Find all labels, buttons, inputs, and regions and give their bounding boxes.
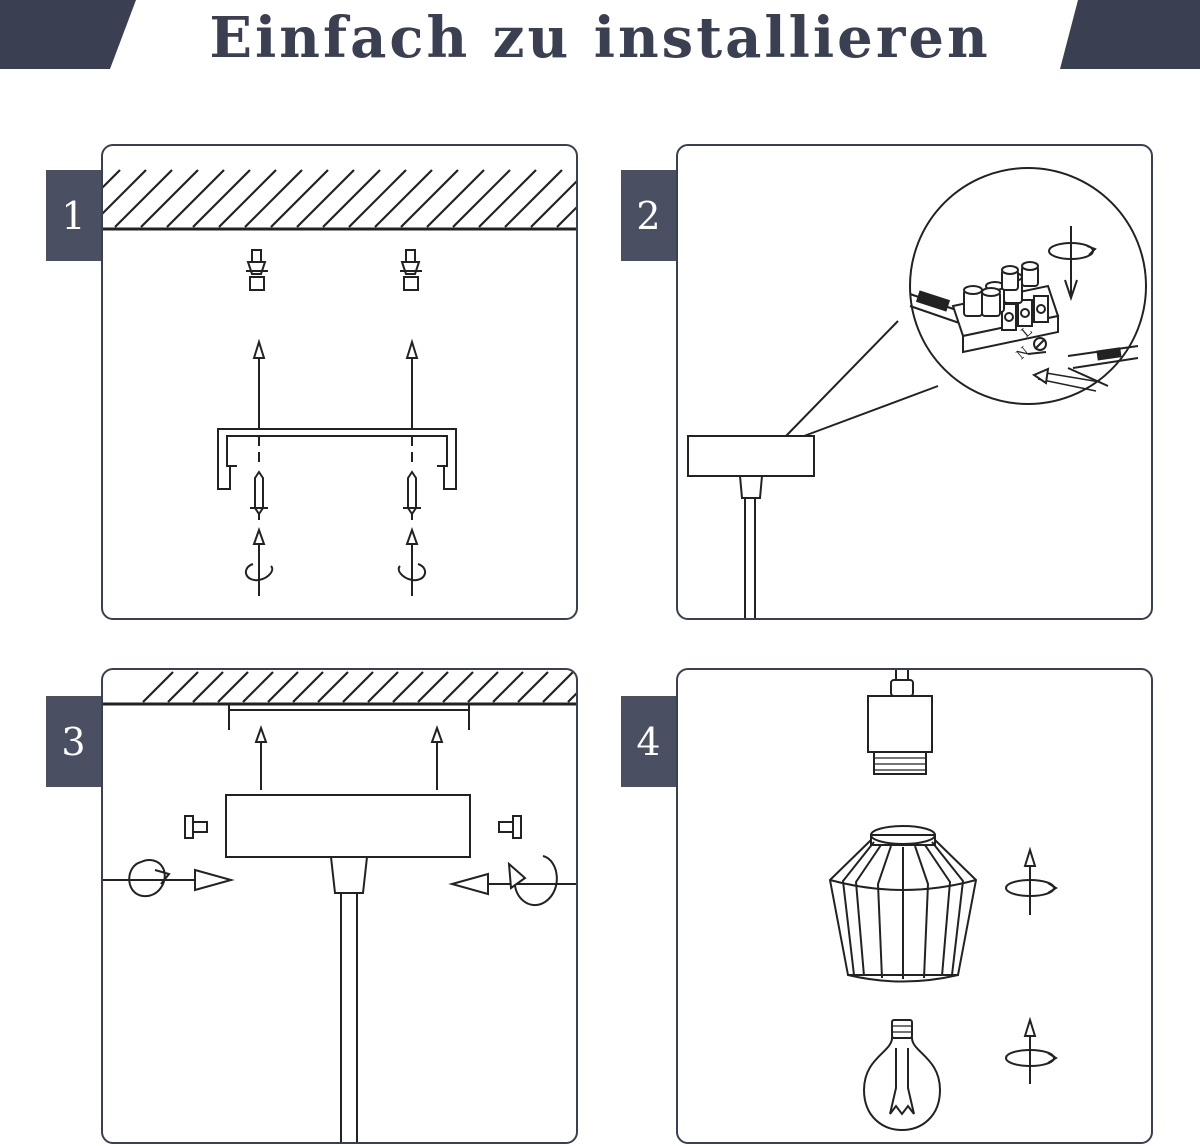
ceiling-hatch-line — [242, 671, 274, 703]
ceiling-hatch-line — [348, 169, 407, 228]
ceiling-hatch-line — [392, 671, 424, 703]
ceiling-hatch-line — [452, 169, 511, 228]
screw-on-arrow-shade-icon — [1005, 846, 1058, 915]
ceiling-hatch-line — [530, 180, 576, 228]
step-4-badge: 4 — [621, 696, 676, 787]
ceiling-hatch-line — [426, 169, 485, 228]
ceiling-hatch-line — [270, 169, 329, 228]
ceiling-hatch-line — [567, 692, 576, 703]
ceiling-hatch-line — [442, 671, 474, 703]
ceiling-hatch-line — [322, 169, 381, 228]
step-4-panel — [676, 668, 1153, 1144]
cage-shade-icon — [828, 825, 978, 983]
ceiling-hatch-line — [142, 671, 174, 703]
ceiling-hatch-line — [192, 169, 251, 228]
wall-plug-right-icon — [400, 249, 422, 291]
ceiling-hatch-line — [556, 206, 576, 228]
step-2-badge: 2 — [621, 170, 676, 261]
ceiling-hatch-line — [417, 671, 449, 703]
page-title: Einfach zu installieren — [209, 5, 991, 71]
ceiling-hatch-line — [166, 169, 225, 228]
ceiling-hatch-line — [267, 671, 299, 703]
wire-terminal-connection-diagram: L N — [687, 167, 1147, 618]
rotate-in-arrow-left-icon — [103, 859, 235, 898]
rotate-in-arrow-right-icon — [448, 855, 576, 907]
ceiling-hatch-line — [103, 169, 147, 215]
ceiling-hatch-line — [517, 671, 549, 703]
step-1-badge: 1 — [46, 170, 101, 261]
ceiling-hatch-line — [367, 671, 399, 703]
shade-and-bulb-assembly-diagram — [828, 670, 1058, 1132]
ceiling-hatch-line — [504, 169, 563, 228]
ceiling-hatch-line — [140, 169, 199, 228]
header-decor-left — [0, 0, 140, 69]
ceiling-hatch-line — [296, 169, 355, 228]
header-decor-right — [1060, 0, 1200, 69]
ceiling-hatch-line — [400, 169, 459, 228]
lamp-socket-icon — [867, 670, 933, 775]
step-3-panel — [101, 668, 578, 1144]
ceiling-hatch-line — [542, 671, 574, 703]
ceiling-hatch-line — [342, 671, 374, 703]
ceiling-hatch-line — [167, 671, 199, 703]
ceiling-hatch-line — [317, 671, 349, 703]
ceiling-hatch-line — [492, 671, 524, 703]
side-screw-left-icon — [184, 815, 208, 839]
ceiling-hatch-line — [374, 169, 433, 228]
screw-right-icon — [403, 470, 421, 520]
ceiling-hatch-line — [217, 671, 249, 703]
ceiling-hatch-line — [192, 671, 224, 703]
rotate-arrow-right-icon — [397, 527, 427, 596]
rotate-arrow-left-icon — [244, 527, 274, 596]
side-screw-right-icon — [498, 815, 522, 839]
light-bulb-icon — [862, 1019, 942, 1132]
step-2-panel: L N — [676, 144, 1153, 620]
screw-left-icon — [250, 470, 268, 520]
ceiling-hatch-line — [114, 169, 173, 228]
canopy-attachment-diagram — [103, 671, 576, 1142]
ceiling-hatch-line — [467, 671, 499, 703]
ceiling-hatch-line — [292, 671, 324, 703]
ceiling-hatch-line — [103, 169, 121, 189]
ceiling-hatch-line — [218, 169, 277, 228]
screw-on-arrow-bulb-icon — [1005, 1016, 1058, 1084]
step-1-panel — [101, 144, 578, 620]
ceiling-hatch-line — [244, 169, 303, 228]
ceiling-hatch-line — [478, 169, 537, 228]
wall-plug-left-icon — [246, 249, 268, 291]
ceiling-bracket-mounting-diagram — [103, 169, 576, 596]
step-3-badge: 3 — [46, 696, 101, 787]
screw-tighten-arrow-icon — [1048, 226, 1097, 302]
